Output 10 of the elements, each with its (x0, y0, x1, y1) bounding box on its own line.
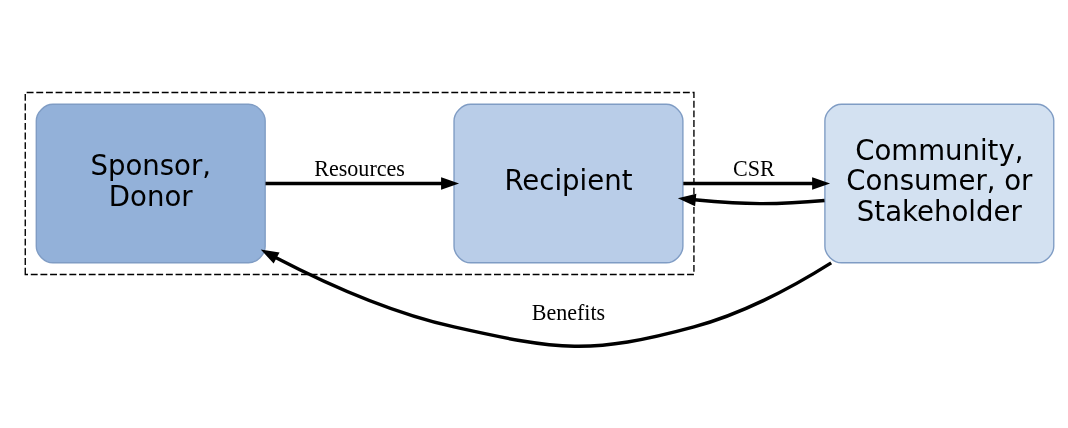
node-box: Recipient (453, 103, 684, 264)
edge-label: Resources (314, 156, 405, 182)
edge-label: CSR (733, 156, 775, 182)
edge-label: Benefits (531, 299, 606, 325)
arrow (260, 249, 833, 348)
arrow (677, 193, 825, 207)
node-box: Sponsor, Donor (35, 103, 266, 264)
arrow (683, 177, 831, 190)
node-box: Community, Consumer, or Stakeholder (824, 103, 1055, 264)
arrow (265, 177, 460, 190)
